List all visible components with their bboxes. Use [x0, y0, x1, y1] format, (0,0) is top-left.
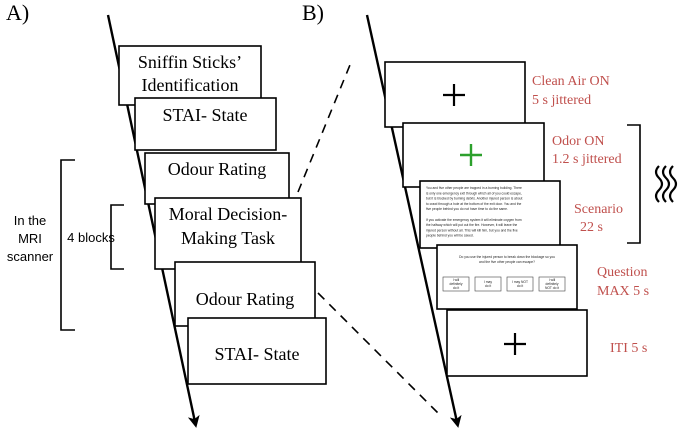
- scenario-line: to crawl through a hole at the bottom of…: [426, 202, 521, 206]
- scenario-line: but it is blocked by burning debris. Ano…: [426, 197, 522, 201]
- answer-option-box: [442, 276, 470, 292]
- timing-label: MAX 5 s: [597, 284, 649, 299]
- task-card-moral-decision: Moral Decision- Making Task: [154, 197, 302, 270]
- timing-label: 5 s jittered: [532, 93, 591, 108]
- mri-label-line-2: MRI: [18, 231, 42, 246]
- screen-iti: [446, 309, 588, 377]
- scenario-line: injured person without air. This will ki…: [426, 228, 518, 232]
- task-card-odour-rating-2: Odour Rating: [174, 261, 316, 327]
- timing-label: Scenario: [574, 202, 623, 217]
- odor-waves-icon: [654, 165, 678, 203]
- task-card-stai-state-2: STAI- State: [187, 317, 327, 385]
- fixation-cross-icon: [504, 333, 526, 355]
- screen-odor: [402, 122, 545, 188]
- answer-option-text: definitely: [545, 282, 558, 286]
- answer-option-text: I may: [484, 280, 492, 284]
- expansion-line-bottom: [317, 292, 441, 416]
- timing-label: 22 s: [580, 220, 603, 235]
- question-line: and the five other people can escape?: [479, 260, 535, 264]
- answer-option-text: I may NOT: [512, 280, 528, 284]
- answer-option-text: I will: [549, 278, 556, 282]
- scenario-line: is only one emergency exit through which…: [426, 191, 522, 195]
- card-text: Moral Decision-: [169, 204, 287, 224]
- question-text: Do you use the injured person to break d…: [459, 255, 555, 264]
- screen-clean-air: [384, 61, 526, 128]
- card-text: Identification: [142, 75, 239, 95]
- blocks-bracket: [110, 204, 124, 270]
- expansion-line-top: [297, 59, 353, 193]
- mri-label-line-3: scanner: [7, 249, 54, 264]
- fixation-cross-green-icon: [460, 144, 482, 166]
- task-card-odour-rating-1: Odour Rating: [144, 152, 290, 205]
- answer-option-text: definitely: [449, 282, 462, 286]
- fixation-cross-icon: [443, 84, 465, 106]
- mri-label-line-1: In the: [14, 213, 47, 228]
- panel-b-time-arrow: [365, 14, 462, 428]
- timing-label: Clean Air ON: [532, 74, 610, 89]
- blocks-label: 4 blocks: [67, 230, 115, 245]
- scenario-line: If you activate the emergency system it …: [426, 218, 522, 222]
- card-text: Odour Rating: [196, 289, 295, 309]
- odor-bracket: [627, 124, 641, 244]
- screen-scenario: You and five other people are trapped in…: [419, 180, 561, 249]
- scenario-text: You and five other people are trapped in…: [426, 186, 522, 238]
- task-card-sniffin-sticks: Sniffin Sticks’ Identification: [118, 45, 262, 106]
- answer-option-box: [474, 276, 502, 292]
- answer-option-text: I will: [453, 278, 460, 282]
- card-text: Odour Rating: [168, 159, 267, 179]
- timing-label: ITI 5 s: [610, 341, 647, 356]
- panel-a-label: A): [6, 0, 29, 25]
- scenario-line: You and five other people are trapped in…: [426, 186, 522, 190]
- mri-bracket: [60, 159, 75, 331]
- card-text: STAI- State: [162, 105, 247, 125]
- answer-option-text: do it: [453, 286, 459, 290]
- scenario-line: the hallway which will put out the fire.…: [426, 223, 517, 227]
- timing-label: Question: [597, 265, 648, 280]
- timing-label: Odor ON: [552, 134, 605, 149]
- answer-option-box: [506, 276, 534, 292]
- scenario-line: five people behind you do not have time …: [426, 207, 508, 211]
- answer-option-box: [538, 276, 566, 292]
- card-text: Sniffin Sticks’: [138, 52, 242, 72]
- question-line: Do you use the injured person to break d…: [459, 255, 555, 259]
- card-text: Making Task: [181, 228, 275, 248]
- card-text: STAI- State: [214, 344, 299, 364]
- timing-label: 1.2 s jittered: [552, 152, 622, 167]
- scenario-line: people behind you will be saved.: [426, 234, 474, 238]
- task-card-stai-state-1: STAI- State: [134, 97, 277, 151]
- answer-option-text: do it: [517, 284, 523, 288]
- answer-option-text: do it: [485, 284, 491, 288]
- screen-question: Do you use the injured person to break d…: [436, 244, 578, 310]
- answer-option-text: NOT do it: [545, 286, 559, 290]
- panel-b-label: B): [302, 0, 324, 25]
